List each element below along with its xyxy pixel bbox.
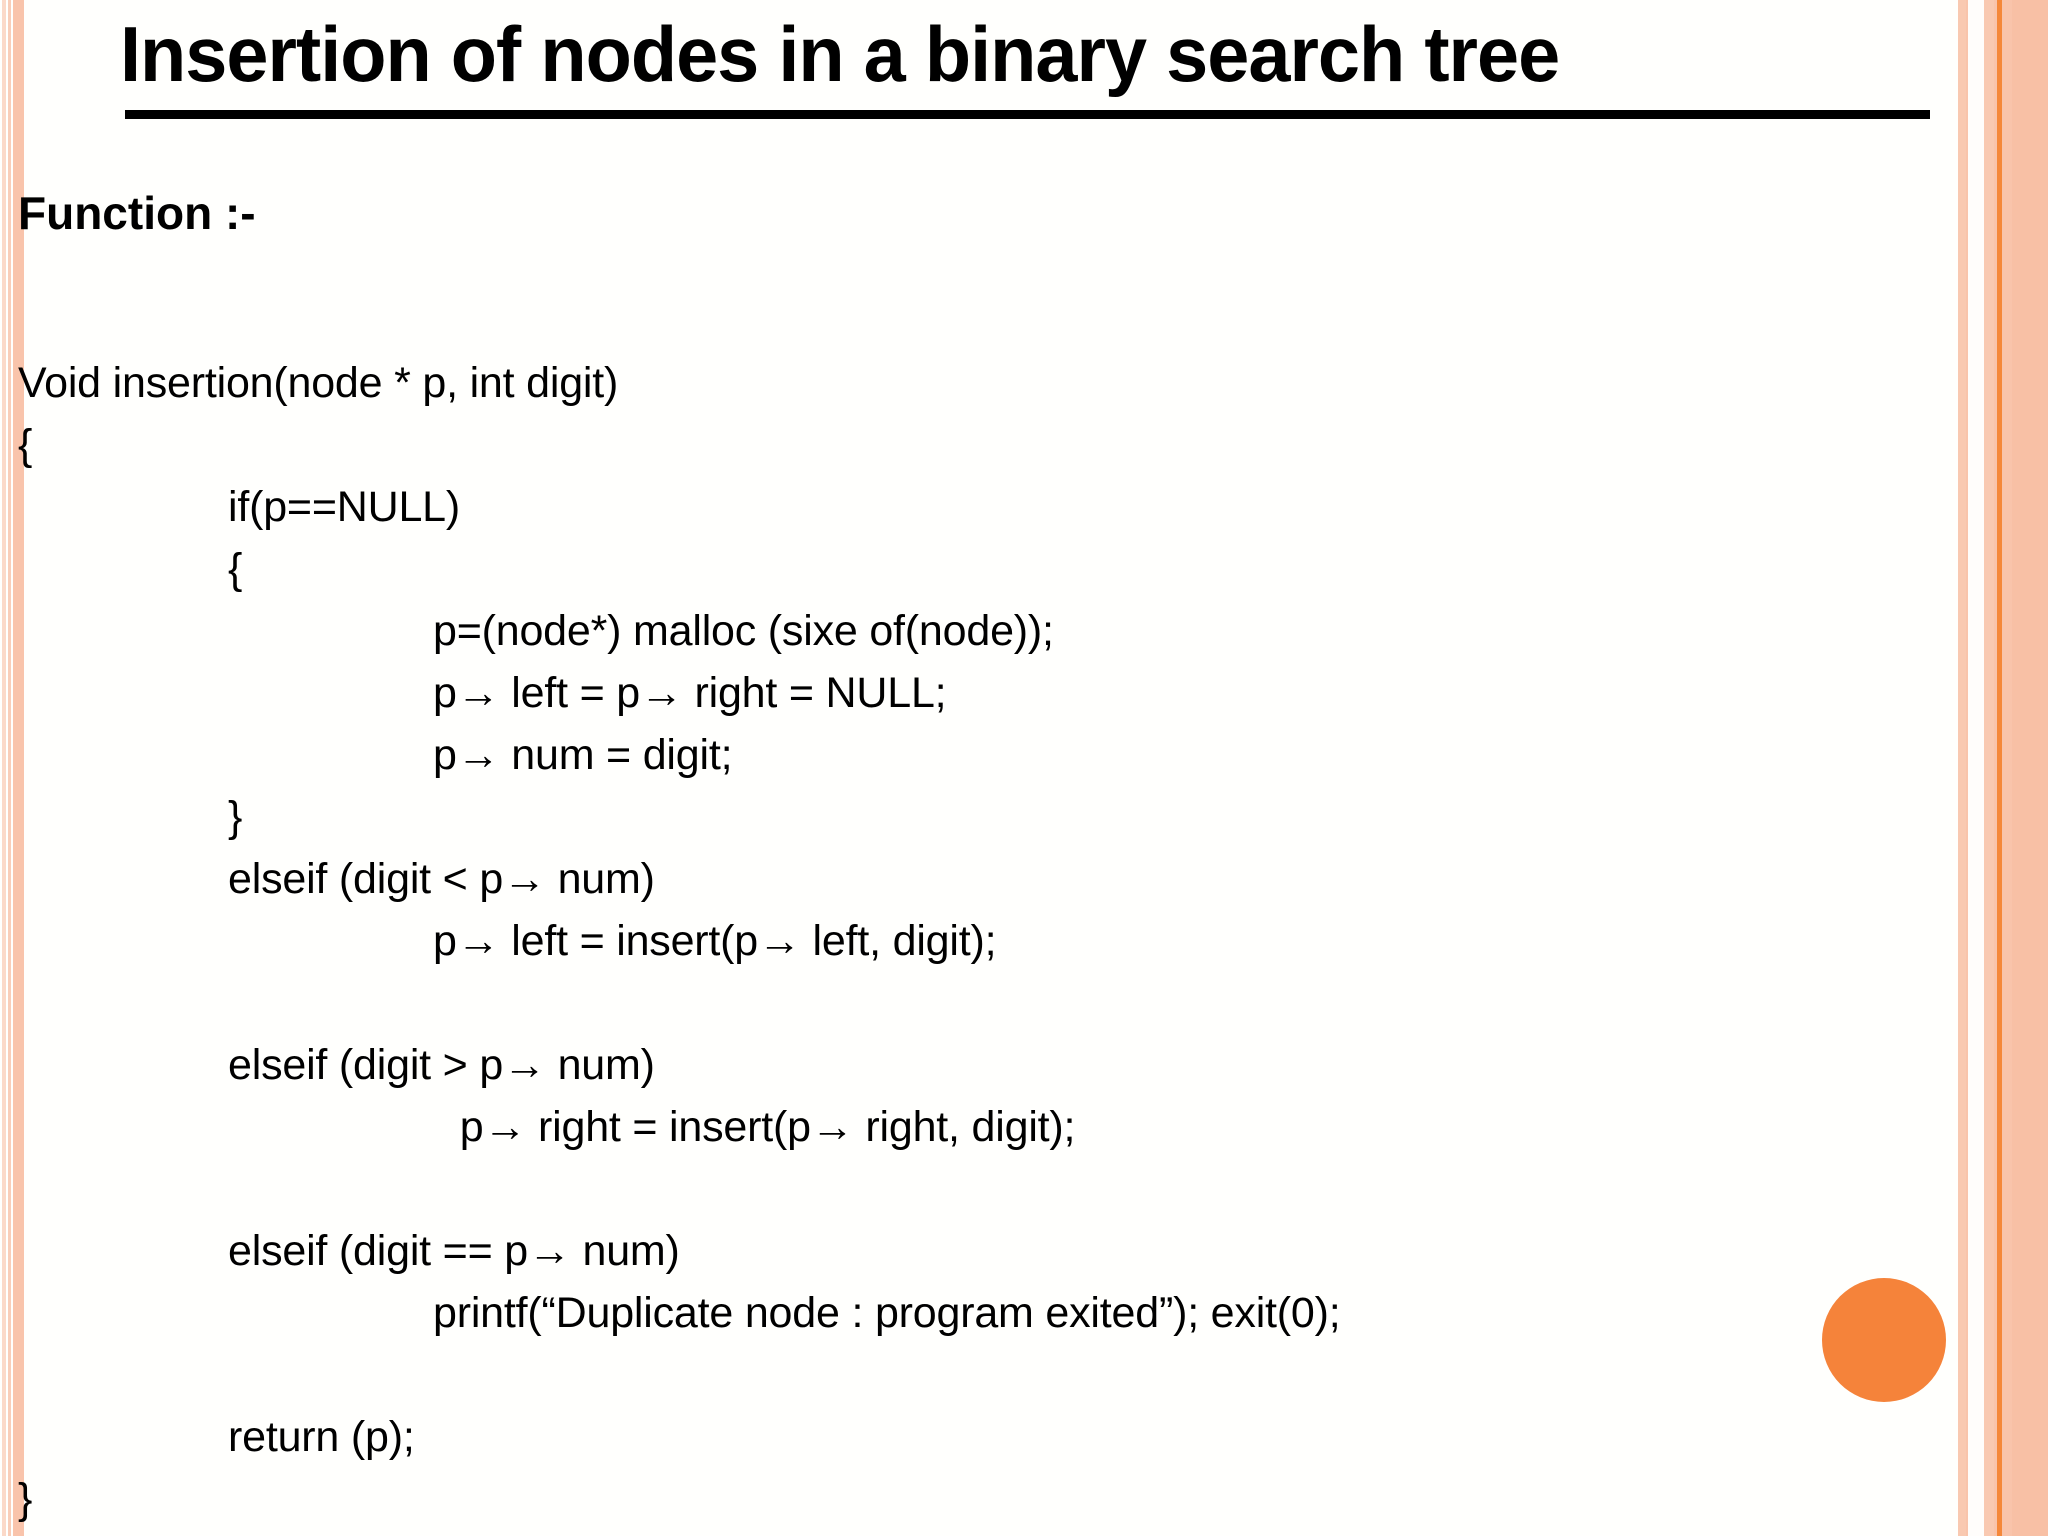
code-line: p→ left = p→ right = NULL; <box>433 669 947 717</box>
code-line-blank <box>18 1158 1918 1220</box>
code-line: { <box>228 545 243 593</box>
code-line: elseif (digit == p→ num) <box>228 1227 680 1275</box>
right-stripe-a <box>1984 0 1994 1536</box>
slide-title: Insertion of nodes in a binary search tr… <box>120 10 1560 98</box>
code-line-blank <box>18 1344 1918 1406</box>
right-stripe-edge <box>1958 0 1966 1536</box>
code-line: elseif (digit > p→ num) <box>228 1041 655 1089</box>
left-stripe-inner <box>13 0 24 1536</box>
code-line: p→ right = insert(p→ right, digit); <box>448 1103 1076 1151</box>
right-stripe-c <box>2012 0 2048 1536</box>
code-line-blank <box>18 972 1918 1034</box>
code-line: if(p==NULL) <box>228 483 461 531</box>
left-stripe-outer <box>2 0 6 1536</box>
code-line: return (p); <box>228 1413 415 1461</box>
section-heading: Function :- <box>18 187 256 239</box>
right-accent-line <box>1997 0 2002 1536</box>
code-line: } <box>228 793 243 841</box>
code-line: printf(“Duplicate node : program exited”… <box>433 1289 1341 1337</box>
code-block: Void insertion(node * p, int digit) { if(p… <box>18 352 1918 1530</box>
code-line: p→ left = insert(p→ left, digit); <box>433 917 997 965</box>
title-underline <box>125 110 1930 119</box>
orange-circle-icon <box>1822 1278 1946 1402</box>
right-stripe-gap <box>1968 0 1984 1536</box>
left-stripe-middle <box>8 0 11 1536</box>
code-line: p=(node*) malloc (sixe of(node)); <box>433 607 1054 655</box>
code-line: { <box>18 421 33 469</box>
code-line: p→ num = digit; <box>433 731 733 779</box>
code-line: } <box>18 1475 33 1523</box>
code-line: elseif (digit < p→ num) <box>228 855 655 903</box>
code-line: Void insertion(node * p, int digit) <box>18 359 619 407</box>
right-stripe-b <box>2002 0 2012 1536</box>
